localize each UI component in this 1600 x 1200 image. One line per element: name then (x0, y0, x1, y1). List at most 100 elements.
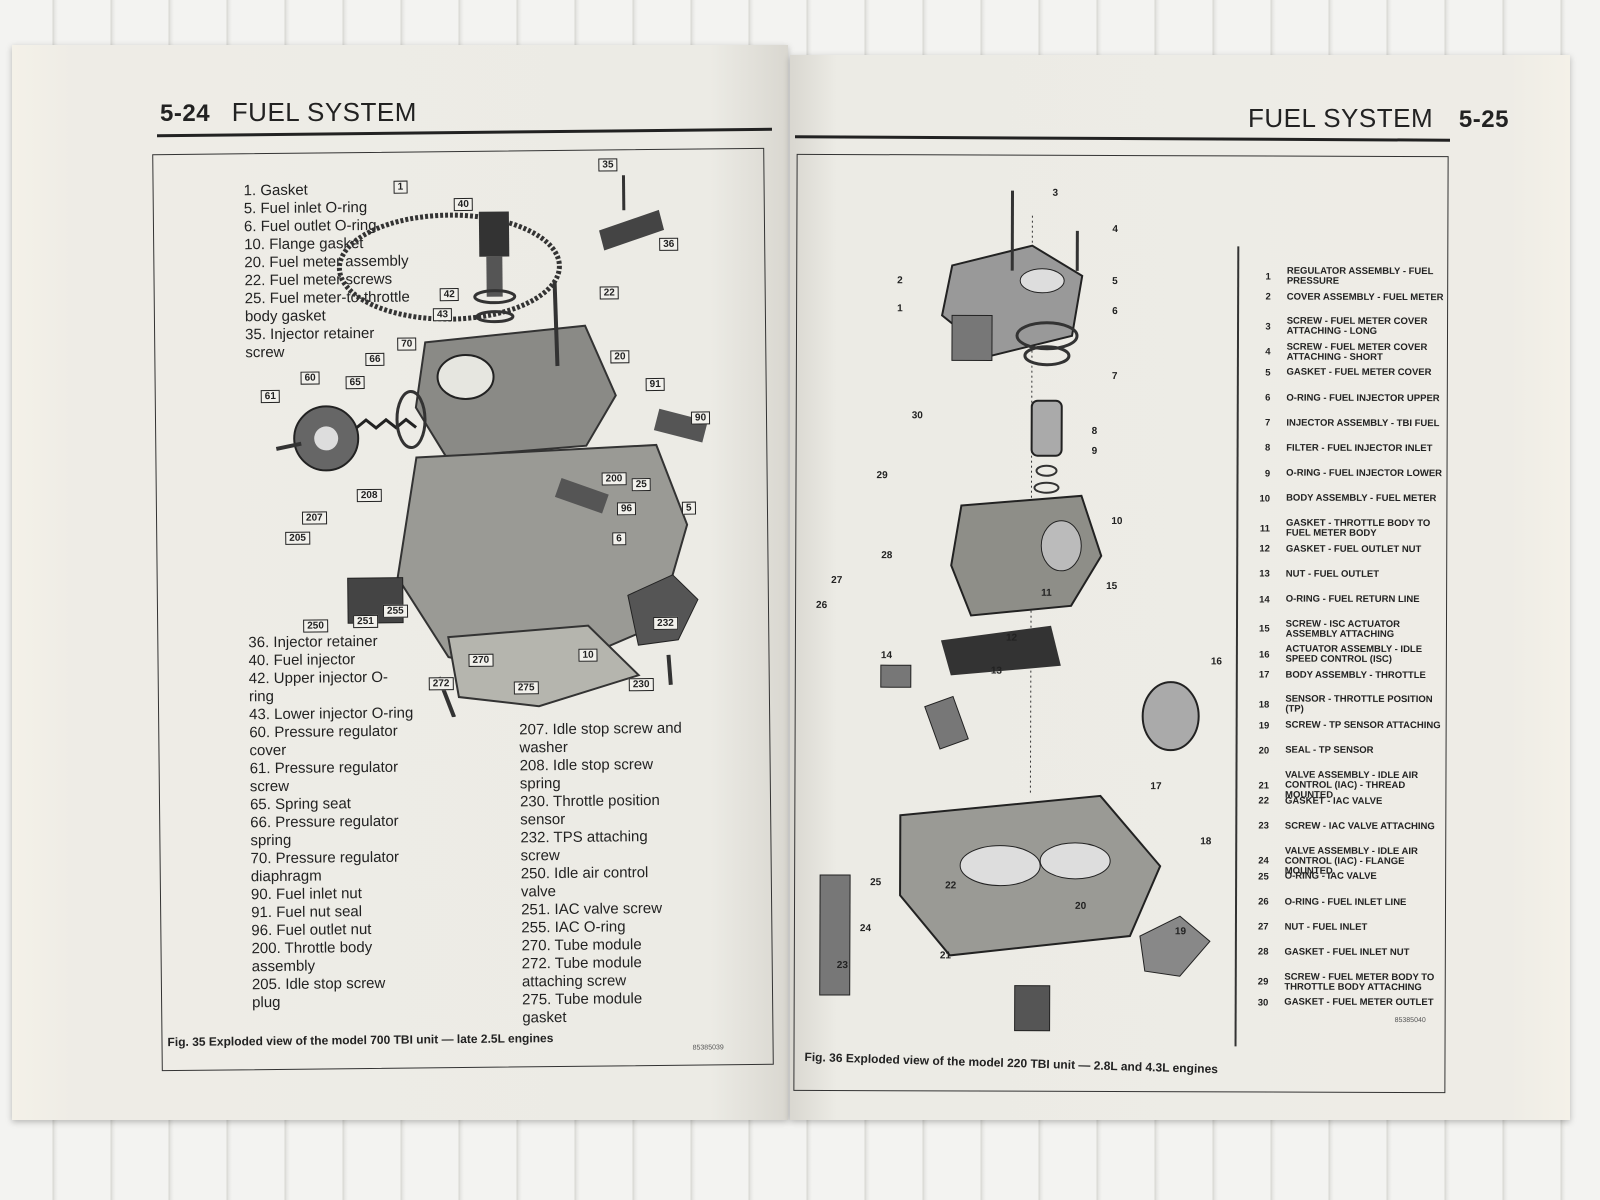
callout-box: 250 (303, 619, 328, 633)
part-description: BODY ASSEMBLY - THROTTLE (1285, 669, 1426, 681)
part-number: 11 (1259, 522, 1270, 535)
diagram-callout-number: 5 (1112, 275, 1118, 287)
callout-box: 270 (468, 653, 494, 667)
callout-box: 90 (690, 411, 711, 425)
legend-line: valve (520, 883, 557, 901)
part-description: O-RING - FUEL INJECTOR UPPER (1286, 392, 1440, 404)
part-description: SENSOR - THROTTLE POSITION (TP) (1285, 693, 1433, 716)
part-number: 20 (1258, 745, 1270, 757)
diagram-callout-number: 23 (836, 960, 848, 972)
diagram-callout-number: 13 (990, 665, 1002, 677)
callout-box: 66 (365, 352, 385, 367)
legend-line: 270. Tube module (521, 936, 642, 955)
part-number: 24 (1258, 855, 1269, 867)
diagram-callout-number: 12 (1005, 632, 1018, 644)
part-number: 9 (1264, 468, 1271, 480)
legend-line: gasket (522, 1008, 567, 1027)
parts-table-row: 20 SEAL - TP SENSOR (1248, 745, 1448, 757)
legend-line: 250. Idle air control (520, 864, 649, 883)
parts-table-row: 6 O-RING - FUEL INJECTOR UPPER (1249, 392, 1449, 404)
parts-table-row: 8 FILTER - FUEL INJECTOR INLET (1249, 442, 1449, 455)
part-number: 15 (1259, 623, 1270, 635)
right-header-rule (794, 135, 1451, 142)
part-number: 18 (1258, 699, 1270, 711)
callout-box: 10 (578, 648, 598, 662)
diagram-callout-number: 3 (1052, 187, 1059, 199)
right-page: FUEL SYSTEM 5-25 (790, 55, 1570, 1120)
exploded-diagram-700-tbi (275, 175, 708, 718)
part-description: NUT - FUEL OUTLET (1285, 568, 1380, 580)
part-number: 17 (1258, 669, 1270, 681)
diagram-callout-number: 10 (1111, 515, 1123, 528)
right-figure-caption: Fig. 36 Exploded view of the model 220 T… (804, 1049, 1219, 1077)
callout-box: 40 (453, 197, 473, 212)
part-description: ACTUATOR ASSEMBLY - IDLE SPEED CONTROL (… (1285, 643, 1423, 665)
part-description: SCREW - IAC VALVE ATTACHING (1284, 820, 1435, 832)
legend-line: spring (250, 831, 292, 850)
right-page-header: FUEL SYSTEM 5-25 (1248, 103, 1509, 134)
legend-line: 232. TPS attaching (520, 828, 648, 847)
diagram-callout-number: 17 (1150, 781, 1162, 793)
left-page-number: 5-24 (160, 100, 211, 127)
left-figure-caption: Fig. 35 Exploded view of the model 700 T… (167, 1031, 554, 1050)
legend-line: 91. Fuel nut seal (251, 903, 363, 922)
left-page-header: 5-24 FUEL SYSTEM (160, 97, 417, 128)
diagram-callout-number: 2 (897, 275, 903, 287)
diagram-callout-number: 14 (880, 650, 893, 662)
part-description: SEAL - TP SENSOR (1285, 744, 1374, 757)
legend-line: attaching screw (521, 972, 627, 991)
part-number: 10 (1259, 493, 1271, 505)
callout-box: 20 (610, 350, 630, 364)
legend-line: washer (519, 738, 568, 757)
legend-line: screw (520, 847, 560, 865)
callout-box: 60 (300, 371, 320, 385)
part-description: SCREW - FUEL METER COVER ATTACHING - SHO… (1286, 341, 1428, 363)
parts-table-row: 16 ACTUATOR ASSEMBLY - IDLE SPEED CONTROL… (1248, 644, 1448, 665)
part-description: FILTER - FUEL INJECTOR INLET (1286, 442, 1433, 454)
callout-box: 5 (681, 501, 696, 515)
part-number: 14 (1259, 594, 1270, 606)
part-number: 6 (1265, 392, 1271, 404)
callout-box: 91 (645, 377, 665, 392)
part-description: GASKET - FUEL METER OUTLET (1284, 996, 1434, 1009)
callout-box: 275 (513, 681, 539, 695)
callout-box: 70 (397, 337, 417, 351)
diagram-callout-number: 30 (911, 410, 923, 422)
part-number: 1 (1265, 271, 1271, 283)
callout-box: 207 (301, 511, 327, 525)
legend-line: 275. Tube module (522, 990, 643, 1009)
left-header-rule (157, 127, 772, 138)
callout-box: 61 (260, 389, 280, 404)
diagram-callout-number: 16 (1210, 656, 1223, 668)
part-number: 27 (1257, 921, 1269, 933)
part-description: GASKET - FUEL INLET NUT (1284, 946, 1410, 958)
part-number: 4 (1265, 346, 1271, 358)
diagram-callout-number: 11 (1041, 587, 1052, 599)
part-number: 8 (1264, 442, 1271, 454)
diagram-callout-number: 21 (939, 950, 951, 962)
diagram-callout-number: 22 (945, 880, 957, 892)
parts-table-row: 17 BODY ASSEMBLY - THROTTLE (1248, 669, 1448, 682)
part-description: O-RING - FUEL INLET LINE (1284, 896, 1407, 908)
part-description: REGULATOR ASSEMBLY - FUEL PRESSURE (1286, 265, 1434, 287)
callout-box: 25 (631, 478, 651, 492)
exploded-diagram-220-tbi (819, 190, 1211, 1032)
callout-box: 35 (598, 158, 618, 172)
part-description: SCREW - ISC ACTUATOR ASSEMBLY ATTACHING (1285, 618, 1401, 640)
part-description: GASKET - FUEL OUTLET NUT (1285, 543, 1422, 555)
part-number: 16 (1258, 648, 1270, 661)
legend-line: sensor (520, 810, 566, 829)
diagram-callout-number: 7 (1111, 370, 1118, 382)
parts-table-row: 4 SCREW - FUEL METER COVER ATTACHING - SH… (1249, 341, 1449, 363)
